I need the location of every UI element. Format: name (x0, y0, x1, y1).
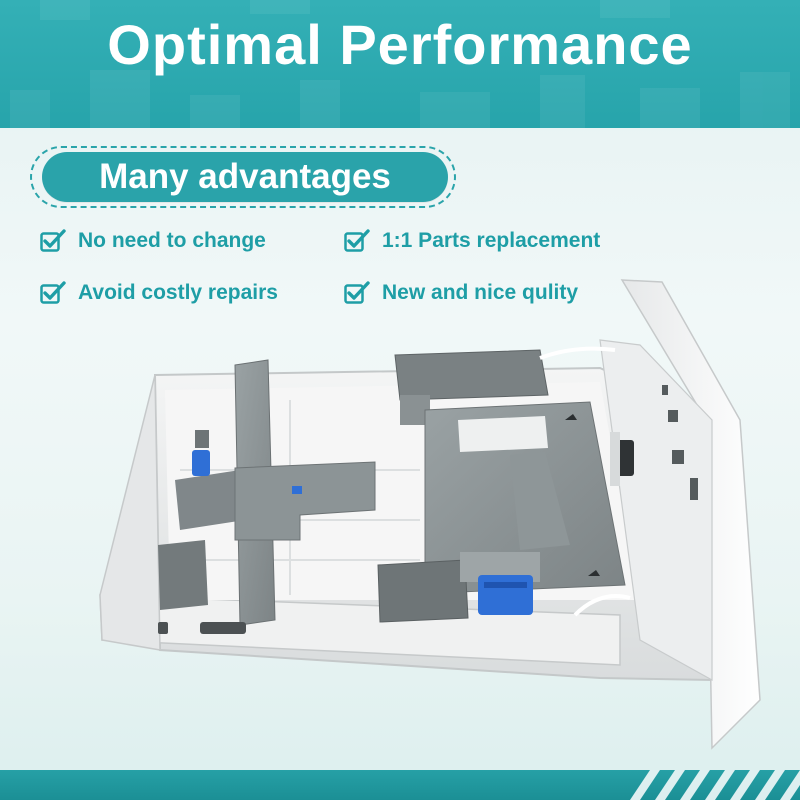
checkbox-check-icon (344, 281, 370, 304)
header-banner: Optimal Performance (0, 0, 800, 128)
paper-tray-image (99, 279, 761, 750)
section-heading-outline (30, 146, 456, 208)
footer-banner (0, 770, 800, 800)
feature-label: New and nice qulity (382, 281, 579, 304)
checkbox-check-icon (40, 281, 66, 304)
feature-label: Avoid costly repairs (78, 281, 278, 304)
feature-item: 1:1 Parts replacement (344, 226, 600, 256)
checkbox-check-icon (40, 229, 66, 252)
feature-item: New and nice qulity (344, 278, 578, 308)
feature-label: No need to change (78, 229, 266, 252)
feature-item: No need to change (40, 226, 266, 256)
checkbox-check-icon (344, 229, 370, 252)
feature-label: 1:1 Parts replacement (382, 229, 601, 252)
feature-item: Avoid costly repairs (40, 278, 278, 308)
header-mosaic-pattern (10, 0, 790, 128)
footer-stripes (630, 770, 800, 800)
section-heading: Many advantages (42, 152, 448, 202)
page-title: Optimal Performance (107, 13, 693, 76)
